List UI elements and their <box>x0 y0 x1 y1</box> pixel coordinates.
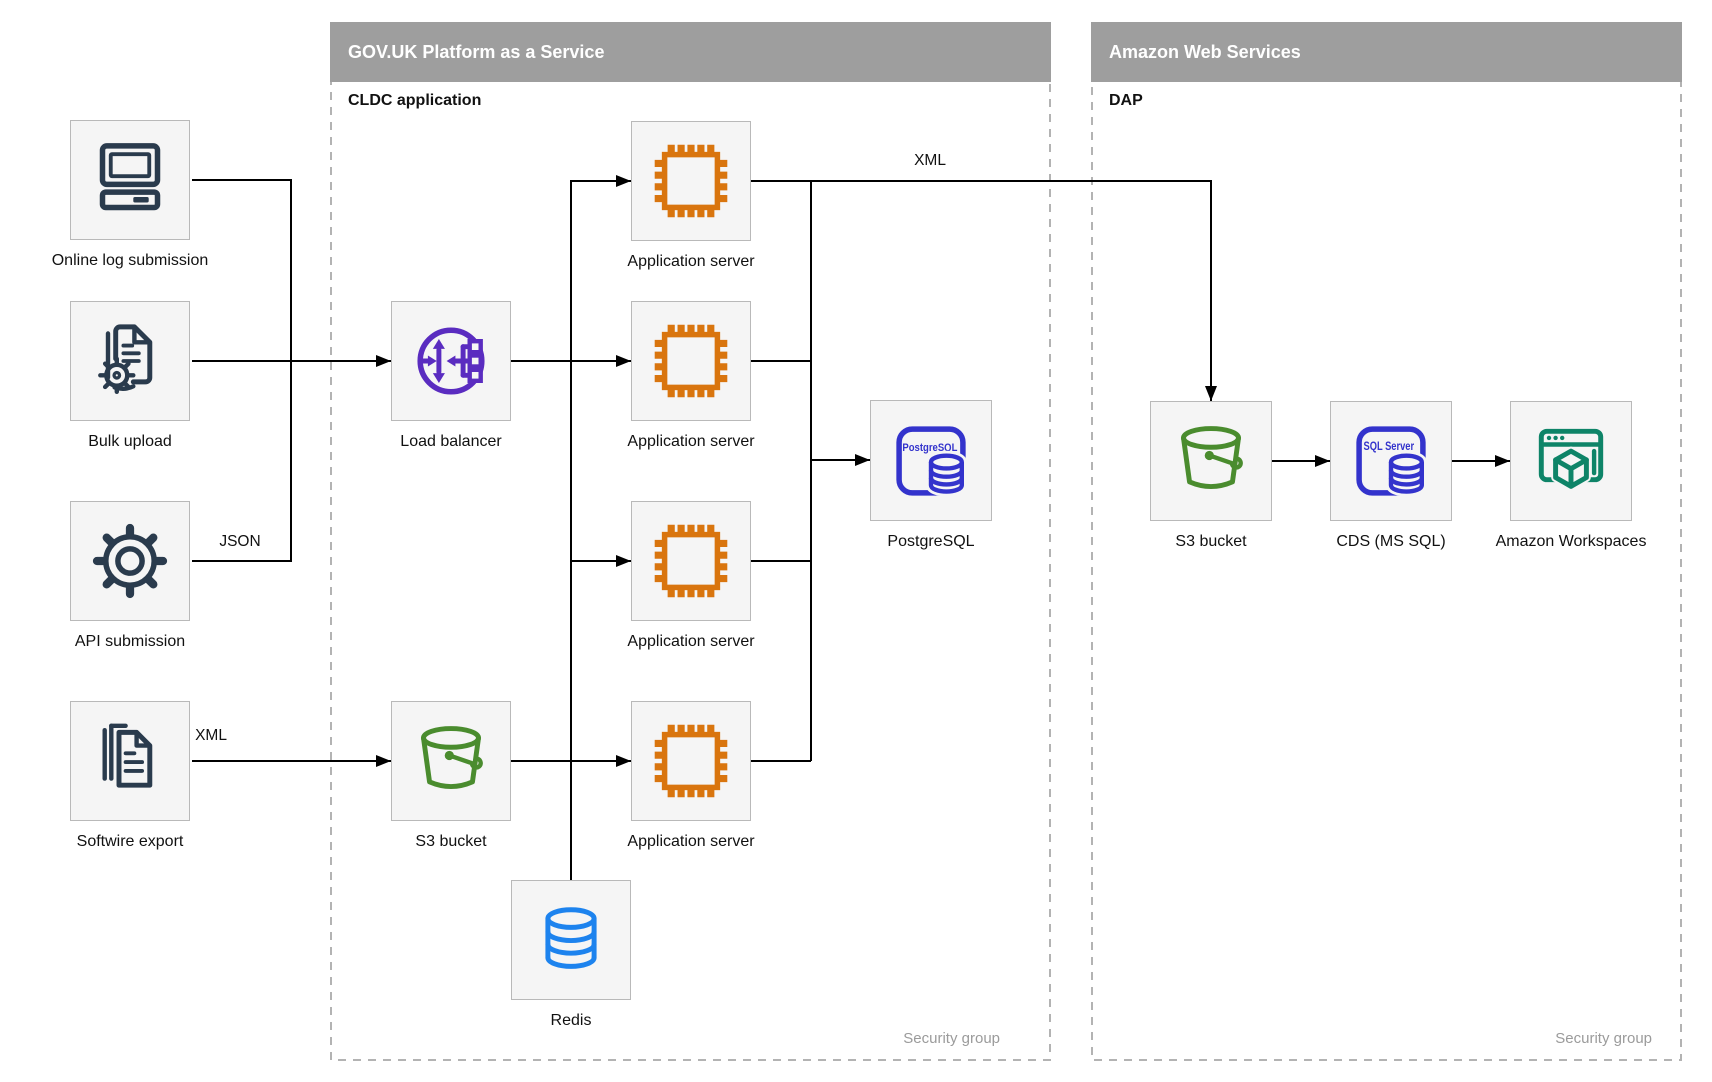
node-amazon-workspaces-label: Amazon Workspaces <box>1495 533 1647 550</box>
node-app-server-3-label: Application server <box>627 633 755 650</box>
node-s3-bucket-paas-box <box>391 701 511 821</box>
amazon-workspaces-icon <box>1538 428 1604 491</box>
node-api-submission-box <box>70 501 190 621</box>
gear-icon <box>92 523 168 599</box>
application-server-chip-icon <box>647 717 735 805</box>
node-api-submission-label: API submission <box>74 633 186 650</box>
sql-server-database-icon: SQL Server <box>1356 426 1427 497</box>
node-s3-bucket-aws-label: S3 bucket <box>1175 533 1247 550</box>
node-app-server-1-label: Application server <box>627 253 755 270</box>
node-cds-mssql-label: CDS (MS SQL) <box>1336 533 1446 550</box>
sql-server-icon-text: SQL Server <box>1364 441 1415 453</box>
node-app-server-2-label: Application server <box>627 433 755 450</box>
node-amazon-workspaces-box <box>1510 401 1632 521</box>
node-cds-mssql-box: SQL Server <box>1330 401 1452 521</box>
edge-api-json-to-junction <box>192 361 292 562</box>
aws-group-sublabel: DAP <box>1109 92 1143 109</box>
node-app-server-4-box <box>631 701 751 821</box>
paas-group-border <box>330 22 1051 1061</box>
edge-dist-to-app1-and-redis <box>570 175 631 880</box>
node-s3-bucket-paas-label: S3 bucket <box>415 833 487 850</box>
s3-bucket-icon <box>407 717 495 805</box>
aws-security-group-label: Security group <box>1555 1030 1652 1047</box>
node-bulk-upload-box <box>70 301 190 421</box>
application-server-chip-icon <box>647 517 735 605</box>
s3-bucket-icon <box>1167 417 1255 505</box>
node-online-log-submission-label: Online log submission <box>51 252 209 269</box>
node-postgresql-box: PostgreSQL <box>870 400 992 521</box>
node-app-server-1-box <box>631 121 751 241</box>
load-balancer-icon <box>417 327 485 395</box>
edge-online-log-to-junction <box>192 179 292 361</box>
edge-label-xml-to-aws: XML <box>914 152 946 169</box>
document-gear-icon <box>98 324 153 394</box>
node-load-balancer-box <box>391 301 511 421</box>
node-load-balancer-label: Load balancer <box>400 433 502 450</box>
node-softwire-export-box <box>70 701 190 821</box>
documents-stack-icon <box>102 723 153 788</box>
paas-group-header: GOV.UK Platform as a Service <box>330 22 1051 82</box>
aws-group-header: Amazon Web Services <box>1091 22 1682 82</box>
redis-database-icon <box>545 907 597 969</box>
paas-security-group-label: Security group <box>903 1030 1000 1047</box>
application-server-chip-icon <box>647 317 735 405</box>
node-online-log-submission-box <box>70 120 190 240</box>
node-redis-label: Redis <box>550 1012 592 1029</box>
edge-xml-to-aws-s3 <box>751 180 1217 401</box>
paas-group-sublabel: CLDC application <box>348 92 482 109</box>
application-server-chip-icon <box>647 137 735 225</box>
node-redis-box <box>511 880 631 1000</box>
node-softwire-export-label: Softwire export <box>76 833 184 850</box>
aws-group-border <box>1091 22 1682 1061</box>
node-app-server-2-box <box>631 301 751 421</box>
node-bulk-upload-label: Bulk upload <box>88 433 172 450</box>
edge-label-json: JSON <box>219 533 261 550</box>
edge-label-xml-softwire: XML <box>195 727 227 744</box>
node-s3-bucket-aws-box <box>1150 401 1272 521</box>
computer-icon <box>99 143 161 211</box>
node-postgresql-label: PostgreSQL <box>887 533 975 550</box>
node-app-server-4-label: Application server <box>627 833 755 850</box>
postgresql-database-icon: PostgreSQL <box>896 425 967 496</box>
node-app-server-3-box <box>631 501 751 621</box>
